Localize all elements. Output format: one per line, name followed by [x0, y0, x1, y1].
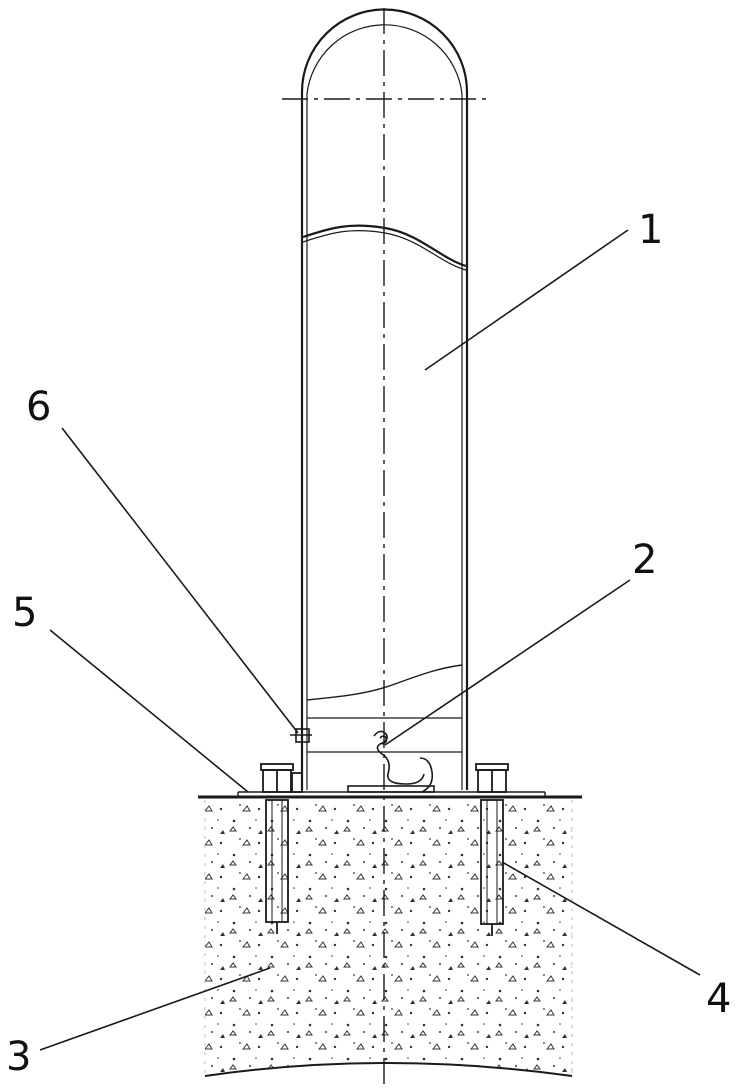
callout-4: 4 — [706, 976, 731, 1022]
leader-line-5 — [50, 630, 248, 792]
leader-line-2 — [385, 580, 630, 745]
concrete-foundation — [205, 800, 572, 1076]
callout-6: 6 — [26, 384, 51, 430]
callout-3: 3 — [6, 1034, 31, 1080]
leader-line-1 — [425, 230, 628, 370]
callout-2: 2 — [632, 537, 657, 583]
callout-1: 1 — [638, 207, 663, 253]
callout-5: 5 — [12, 590, 37, 636]
leader-line-6 — [62, 428, 298, 733]
